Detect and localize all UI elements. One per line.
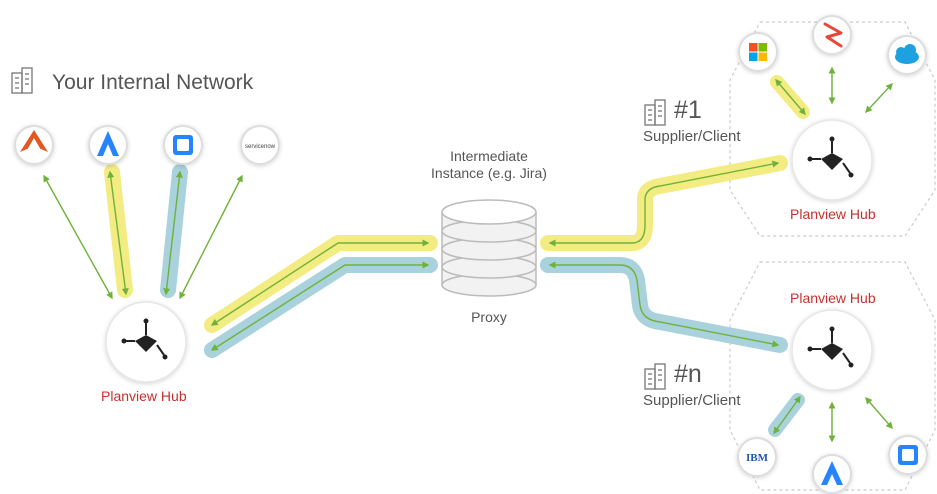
supplier-1-label: Supplier/Client bbox=[643, 128, 741, 145]
supplier-n-number: #n bbox=[674, 360, 702, 388]
microsoft-logo-icon bbox=[738, 32, 778, 72]
top-right-hub-icon bbox=[791, 119, 873, 201]
ibm-logo-icon: IBM bbox=[737, 437, 777, 477]
supplier-1-number: #1 bbox=[674, 96, 702, 124]
left-hub-icon bbox=[105, 301, 187, 383]
salesforce-logo-icon bbox=[887, 35, 927, 75]
jira-align-logo-icon-2 bbox=[812, 454, 852, 494]
bottom-right-hub-label: Planview Hub bbox=[790, 290, 876, 306]
jira-align-logo-icon bbox=[88, 125, 128, 165]
intermediate-line2: Instance (e.g. Jira) bbox=[431, 165, 547, 181]
proxy-database-icon bbox=[441, 199, 537, 297]
workfront-logo-icon bbox=[14, 125, 54, 165]
jira-logo-icon-2 bbox=[888, 435, 928, 475]
broadcom-logo-icon bbox=[812, 15, 852, 55]
building-icon bbox=[11, 67, 33, 94]
supplier-1-boundary bbox=[729, 21, 936, 237]
servicenow-text: servicenow bbox=[245, 144, 276, 150]
blue-path-right bbox=[540, 257, 788, 353]
supplier-n-label: Supplier/Client bbox=[643, 392, 741, 409]
proxy-label: Proxy bbox=[471, 309, 507, 325]
building-icon-2 bbox=[644, 99, 666, 126]
left-hub-label: Planview Hub bbox=[101, 388, 187, 404]
ibm-text: IBM bbox=[746, 452, 769, 464]
internal-network-title: Your Internal Network bbox=[52, 71, 254, 94]
supplier-n-boundary bbox=[729, 261, 936, 491]
left-connector-arrows bbox=[43, 170, 243, 300]
servicenow-logo-icon: servicenow bbox=[240, 125, 280, 165]
yellow-path-right bbox=[540, 155, 788, 251]
right-connector-arrows bbox=[773, 66, 893, 443]
building-icon-3 bbox=[644, 363, 666, 390]
path-arrows bbox=[210, 160, 780, 351]
bottom-right-hub-icon bbox=[791, 309, 873, 391]
intermediate-line1: Intermediate bbox=[450, 148, 528, 164]
jira-logo-icon bbox=[163, 125, 203, 165]
top-right-hub-label: Planview Hub bbox=[790, 206, 876, 222]
